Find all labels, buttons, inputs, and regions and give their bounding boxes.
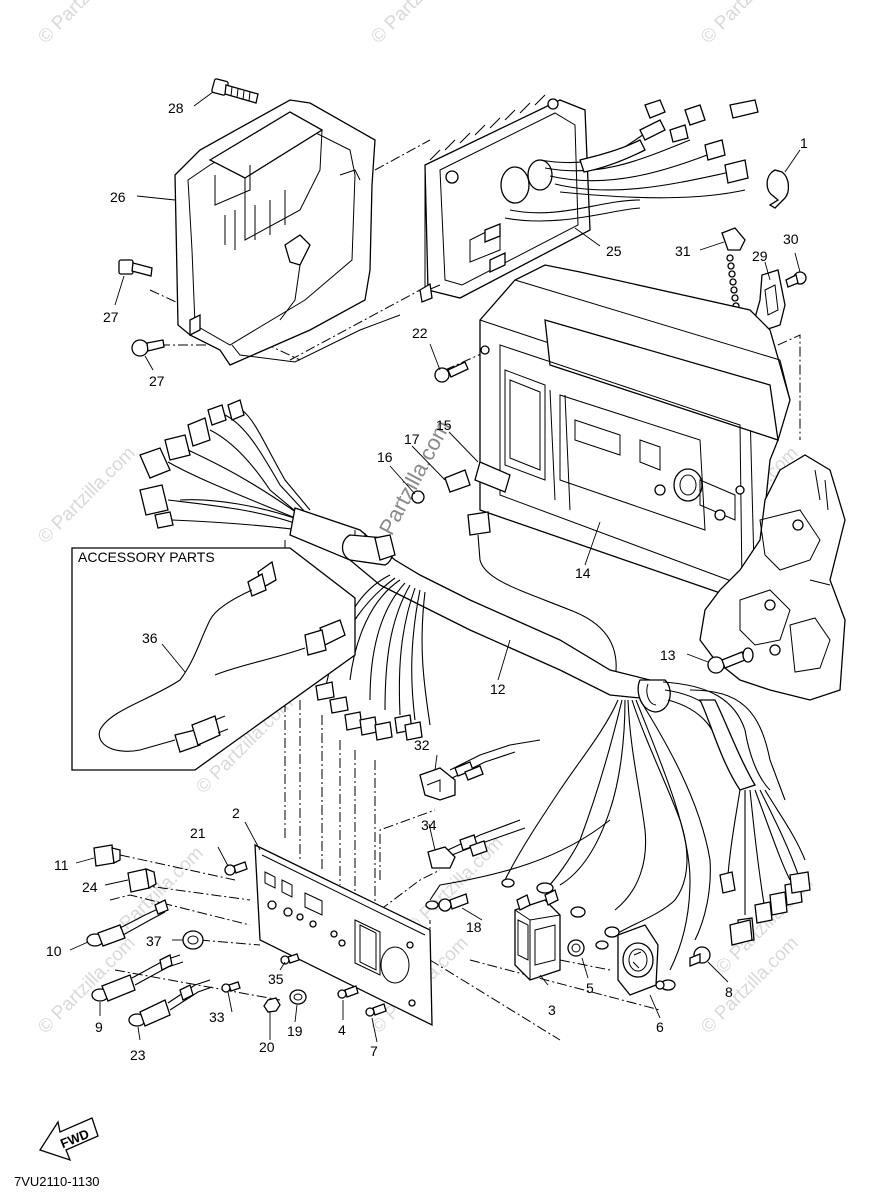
callout-32: 32	[414, 737, 430, 753]
callout-1: 1	[800, 135, 808, 151]
washer-part-8	[689, 946, 711, 967]
wiring-from-control-unit	[504, 99, 759, 222]
callout-6: 6	[656, 1019, 664, 1035]
bolt-part-27-lower	[131, 339, 165, 357]
callout-17: 17	[404, 431, 420, 447]
callout-26: 26	[110, 189, 126, 205]
bolt-part-28	[211, 78, 259, 104]
panel-part-2	[254, 843, 433, 1027]
callout-31: 31	[675, 243, 691, 259]
clip-part-1	[766, 169, 790, 209]
callout-35: 35	[268, 971, 284, 987]
callout-18: 18	[466, 919, 482, 935]
washer-part-5	[567, 939, 585, 957]
screw-part-21	[224, 861, 248, 876]
holder-part-29	[754, 269, 786, 331]
callout-22: 22	[412, 325, 428, 341]
wire-harness-part-12	[139, 399, 811, 991]
screw-part-30	[785, 271, 807, 288]
screw-part-7	[365, 1003, 387, 1017]
callout-4: 4	[338, 1022, 346, 1038]
part-34	[427, 819, 526, 869]
callout-37: 37	[146, 933, 162, 949]
switch-part-11	[93, 844, 121, 867]
callout-7: 7	[370, 1043, 378, 1059]
callout-13: 13	[660, 647, 676, 663]
connector-wire	[467, 511, 617, 681]
switch-part-24	[127, 867, 157, 893]
callout-10: 10	[46, 943, 62, 959]
callout-27-lower: 27	[149, 373, 165, 389]
callout-36: 36	[142, 630, 158, 646]
callout-30: 30	[783, 231, 799, 247]
washer-part-19	[289, 989, 307, 1005]
control-unit-part-25	[419, 94, 591, 303]
callout-24: 24	[82, 879, 98, 895]
diagram-code: 7VU2110-1130	[14, 1174, 100, 1189]
screw-part-4	[337, 985, 359, 999]
callout-11: 11	[54, 857, 69, 873]
callout-23: 23	[130, 1047, 146, 1063]
callout-33: 33	[209, 1009, 225, 1025]
connector-part-10	[86, 899, 169, 947]
callout-34: 34	[421, 817, 437, 833]
screw-part-35	[280, 953, 300, 965]
callout-3: 3	[548, 1002, 556, 1018]
grommet-part-37	[182, 930, 204, 950]
callout-8: 8	[725, 984, 733, 1000]
callout-19: 19	[287, 1023, 303, 1039]
leader-lines	[69, 91, 801, 1043]
callout-29: 29	[752, 248, 768, 264]
callout-15: 15	[436, 417, 452, 433]
breaker-part-3	[514, 889, 561, 981]
callout-16: 16	[377, 449, 393, 465]
cover-part-15	[474, 461, 511, 493]
callout-21: 21	[190, 825, 206, 841]
callout-20: 20	[259, 1039, 275, 1055]
fwd-label: FWD	[58, 1126, 91, 1151]
callout-labels: 1 2 3 4 5 6 7 8 9 10 11 12 13 14 15 16 1…	[46, 100, 808, 1063]
callout-25: 25	[606, 243, 622, 259]
screw-part-22	[434, 361, 469, 383]
callout-12: 12	[490, 681, 506, 697]
cover-part-26	[174, 99, 401, 366]
callout-9: 9	[95, 1019, 103, 1035]
bolt-part-13	[707, 647, 754, 674]
connector-part-23	[128, 979, 213, 1027]
bolt-part-27-upper	[118, 259, 153, 277]
part-32	[419, 739, 541, 801]
callout-2: 2	[232, 805, 240, 821]
connector-part-9	[91, 954, 184, 1002]
accessory-parts-box	[71, 547, 356, 771]
callout-5: 5	[586, 980, 594, 996]
outlet-part-6	[617, 924, 665, 996]
engine-block	[699, 454, 846, 701]
box-part-14	[479, 264, 791, 606]
callout-27-upper: 27	[103, 309, 119, 325]
callout-14: 14	[575, 565, 591, 581]
fwd-arrow-icon: FWD	[39, 1117, 99, 1162]
screw-part-18	[438, 893, 469, 912]
callout-28: 28	[168, 100, 184, 116]
accessory-box-title: ACCESSORY PARTS	[78, 549, 215, 565]
screw-part-33	[221, 981, 241, 993]
part-17	[444, 469, 471, 493]
nut-part-20	[263, 997, 281, 1013]
